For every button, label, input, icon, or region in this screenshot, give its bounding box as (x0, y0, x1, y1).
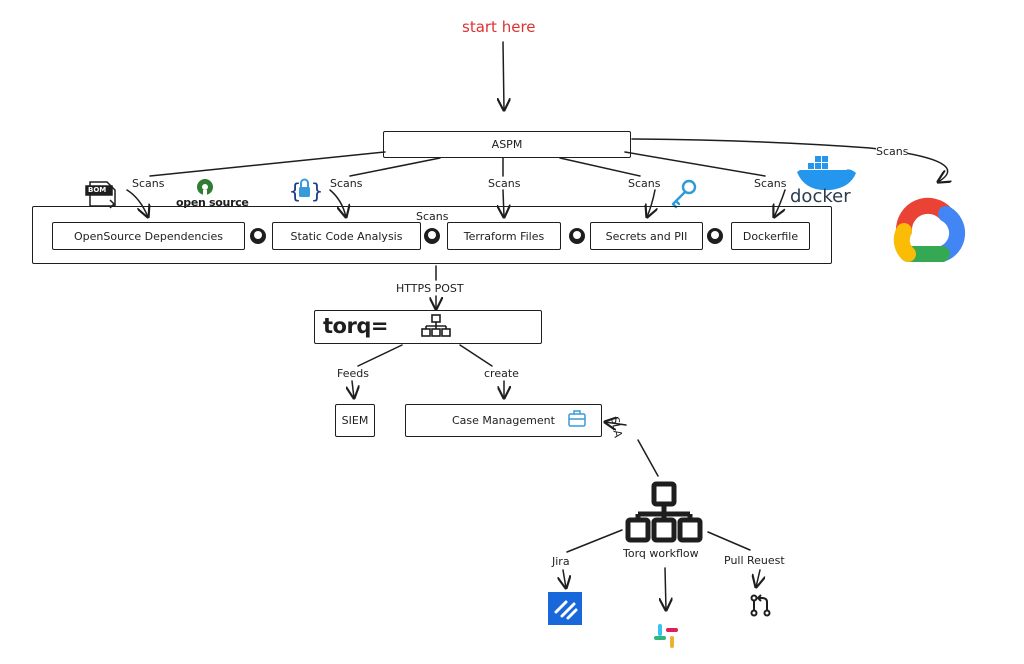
aspm-box: ASPM (383, 131, 631, 158)
github-icon-1 (250, 228, 266, 244)
arrow-feeds-siem (352, 380, 354, 398)
arrow-aspm-to-cloud (631, 138, 948, 182)
case-management-label: Case Management (452, 414, 555, 427)
line-workflow-pr (707, 531, 751, 551)
arrow-jira (563, 569, 566, 588)
opensource-logo-text: open source (176, 196, 249, 209)
arrow-workflow-slack (665, 567, 666, 610)
torq-workflow-icon (625, 481, 703, 543)
bom-label: BOM (88, 186, 107, 194)
google-cloud-icon (893, 197, 966, 262)
scans-label-5: Scans (754, 177, 787, 190)
scanner-static: Static Code Analysis (272, 222, 421, 250)
line-aspm-scans-4 (559, 157, 641, 177)
torq-workflow-label: Torq workflow (623, 547, 699, 560)
pull-request-icon (750, 594, 771, 617)
arrow-scans-opensource (126, 189, 148, 217)
scans-label-cloud: Scans (876, 145, 909, 158)
briefcase-icon (568, 410, 586, 427)
github-icon-2 (424, 228, 440, 244)
scanner-secrets-label: Secrets and PII (605, 229, 688, 243)
https-post-label: HTTPS POST (396, 282, 464, 295)
arrow-scans-secrets (647, 189, 655, 217)
pull-request-label: Pull Reuest (724, 554, 785, 567)
scanner-opensource-label: OpenSource Dependencies (74, 229, 223, 243)
scans-label-3: Scans (488, 177, 521, 190)
sla-label: SLA (608, 415, 625, 439)
line-aspm-scans-1 (149, 151, 386, 177)
line-aspm-scans-5 (624, 151, 766, 177)
scanners-group (32, 206, 832, 264)
torq-logo: torq= (323, 316, 388, 337)
case-management-box: Case Management (405, 404, 602, 437)
docker-icon (797, 156, 856, 191)
svg-text:}: } (311, 179, 323, 203)
line-torq-feeds (357, 344, 403, 367)
scans-label-4: Scans (628, 177, 661, 190)
scans-label-1: Scans (132, 177, 165, 190)
scanner-dockerfile: Dockerfile (731, 222, 810, 250)
scanner-terraform-label: Terraform Files (463, 229, 545, 243)
arrow-scans-dockerfile (774, 189, 786, 217)
scanner-dockerfile-label: Dockerfile (742, 229, 799, 243)
scanner-secrets: Secrets and PII (590, 222, 703, 250)
jira-icon (548, 592, 582, 625)
line-workflow-sla (637, 439, 659, 477)
svg-text:{: { (289, 179, 301, 203)
torq-box (314, 310, 542, 344)
arrow-scans-static (329, 189, 346, 217)
torq-logo-text: torq (323, 314, 371, 338)
key-icon (671, 179, 697, 209)
arrow-scans-terraform (503, 189, 504, 217)
github-icon-4 (707, 228, 723, 244)
code-lock-icon: { } (289, 178, 323, 203)
opensource-icon (197, 179, 213, 196)
start-label: start here (462, 18, 536, 36)
siem-box: SIEM (335, 404, 375, 437)
slack-icon (654, 624, 678, 648)
line-aspm-scans-2 (349, 157, 441, 177)
arrow-sla-case (605, 422, 627, 425)
scanner-terraform: Terraform Files (447, 222, 561, 250)
docker-logo-text: docker (790, 186, 851, 207)
scanner-static-label: Static Code Analysis (290, 229, 403, 243)
feeds-label: Feeds (337, 367, 369, 380)
arrow-start-to-aspm (503, 41, 504, 110)
github-icon-3 (569, 228, 585, 244)
scans-label-6: Scans (416, 210, 449, 223)
line-torq-create (459, 344, 493, 367)
aspm-label: ASPM (491, 138, 523, 151)
scanner-opensource: OpenSource Dependencies (52, 222, 245, 250)
create-label: create (484, 367, 519, 380)
torq-logo-mark: = (370, 314, 389, 338)
jira-label: Jira (552, 555, 570, 568)
line-workflow-jira (566, 529, 623, 553)
torq-hierarchy-icon (421, 314, 451, 337)
siem-label: SIEM (341, 414, 369, 427)
scans-label-2: Scans (330, 177, 363, 190)
arrow-pr (756, 569, 760, 587)
